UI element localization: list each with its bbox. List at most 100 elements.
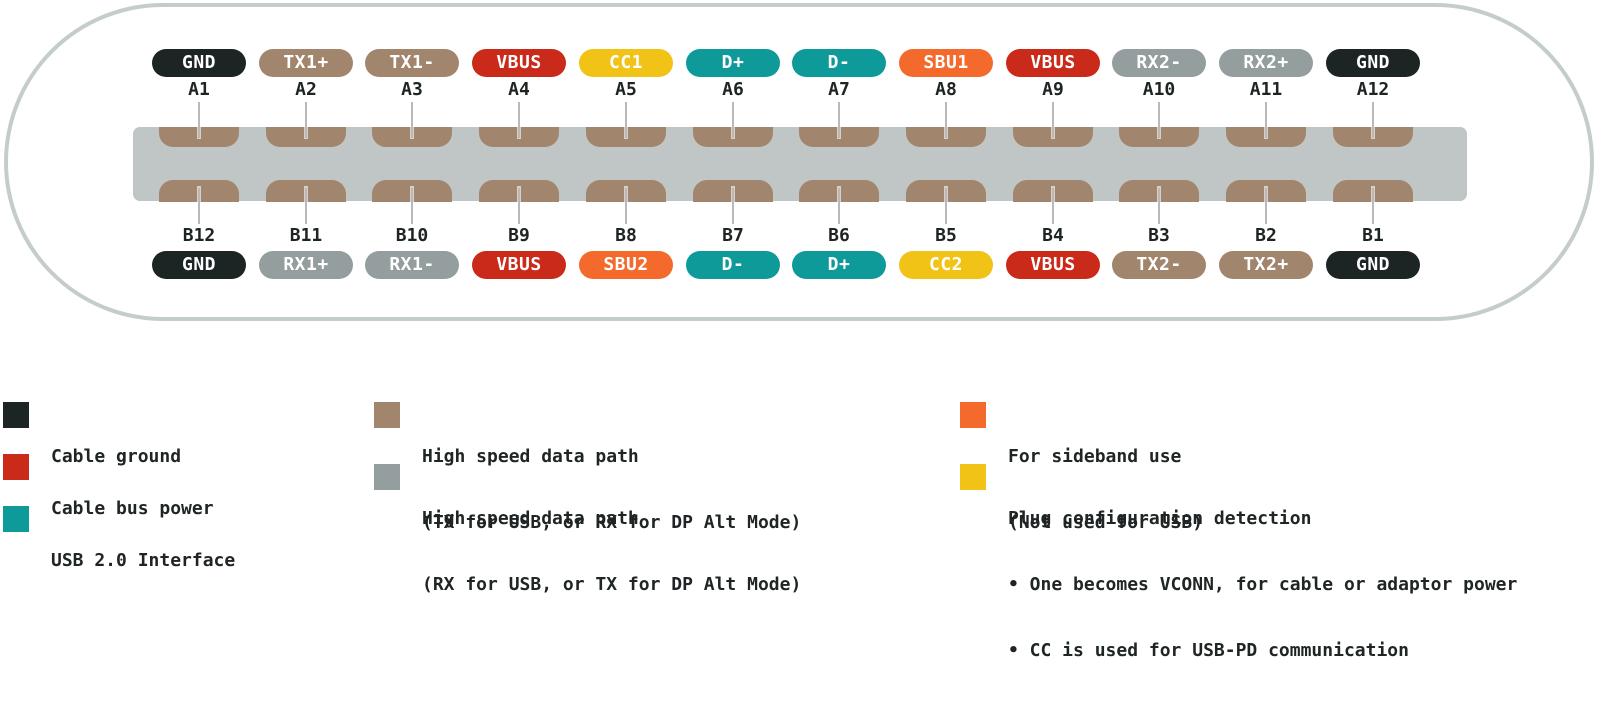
legend-cc-line-3: • CC is used for USB-PD communication — [1008, 640, 1409, 661]
signal-label-a10: RX2- — [1112, 49, 1206, 77]
signal-label-b7: D- — [686, 251, 780, 279]
pin-connector-line — [732, 102, 734, 138]
legend-rx: High speed data path (RX for USB, or TX … — [374, 464, 801, 640]
signal-label-b10: RX1- — [365, 251, 459, 279]
legend-tx-line-2: (TX for USB, or RX for DP Alt Mode) — [422, 512, 802, 533]
pin-connector-line — [1265, 102, 1267, 138]
pin-number-b1: B1 — [1362, 225, 1384, 246]
signal-label-b12: GND — [152, 251, 246, 279]
pin-number-b10: B10 — [395, 225, 429, 246]
pin-connector-line — [945, 188, 947, 224]
pin-number-a10: A10 — [1142, 79, 1176, 100]
pin-connector-line — [732, 188, 734, 224]
pin-connector-line — [1372, 188, 1374, 224]
signal-label-b6: D+ — [792, 251, 886, 279]
legend-cc: Plug configuration detection • One becom… — [960, 464, 1517, 706]
pin-number-a12: A12 — [1356, 79, 1390, 100]
pin-connector-line — [411, 102, 413, 138]
legend-text-sideband: For sideband use (Not used for USB) — [1008, 402, 1203, 578]
pin-connector-line — [625, 102, 627, 138]
pin-connector-line — [1265, 188, 1267, 224]
pin-number-b2: B2 — [1255, 225, 1277, 246]
legend-tx-line-1: High speed data path — [422, 446, 639, 467]
signal-label-a8: SBU1 — [899, 49, 993, 77]
signal-label-a5: CC1 — [579, 49, 673, 77]
signal-label-a3: TX1- — [365, 49, 459, 77]
pin-connector-line — [1052, 102, 1054, 138]
legend-swatch-sideband — [960, 402, 986, 428]
pin-number-b11: B11 — [289, 225, 323, 246]
signal-label-a9: VBUS — [1006, 49, 1100, 77]
legend-swatch-cc — [960, 464, 986, 490]
legend-text-tx: High speed data path (TX for USB, or RX … — [422, 402, 801, 578]
legend-text-rx: High speed data path (RX for USB, or TX … — [422, 464, 801, 640]
legend-swatch-rx — [374, 464, 400, 490]
pin-number-b8: B8 — [615, 225, 637, 246]
pin-number-b12: B12 — [182, 225, 216, 246]
pin-number-a11: A11 — [1249, 79, 1283, 100]
signal-label-b11: RX1+ — [259, 251, 353, 279]
legend-text-usb2: USB 2.0 Interface — [51, 506, 235, 616]
pin-connector-line — [1158, 102, 1160, 138]
signal-label-a6: D+ — [686, 49, 780, 77]
legend-rx-line-2: (RX for USB, or TX for DP Alt Mode) — [422, 574, 802, 595]
pin-number-a4: A4 — [508, 79, 530, 100]
pin-connector-line — [305, 188, 307, 224]
pin-number-a3: A3 — [401, 79, 423, 100]
legend-sideband-line-1: For sideband use — [1008, 446, 1182, 467]
signal-label-b3: TX2- — [1112, 251, 1206, 279]
connector-outline — [4, 3, 1594, 321]
pin-number-a5: A5 — [615, 79, 637, 100]
pin-number-b6: B6 — [828, 225, 850, 246]
legend-text-power: Cable bus power — [51, 454, 214, 564]
pin-connector-line — [1158, 188, 1160, 224]
pin-number-a8: A8 — [935, 79, 957, 100]
signal-label-b2: TX2+ — [1219, 251, 1313, 279]
legend-ground-line-1: Cable ground — [51, 446, 182, 467]
legend-power: Cable bus power — [3, 454, 214, 564]
pin-connector-line — [518, 102, 520, 138]
pin-connector-line — [198, 102, 200, 138]
pin-number-b4: B4 — [1042, 225, 1064, 246]
signal-label-a7: D- — [792, 49, 886, 77]
signal-label-b4: VBUS — [1006, 251, 1100, 279]
legend-text-cc: Plug configuration detection • One becom… — [1008, 464, 1517, 706]
pin-number-a9: A9 — [1042, 79, 1064, 100]
pin-number-a2: A2 — [295, 79, 317, 100]
legend-sideband: For sideband use (Not used for USB) — [960, 402, 1203, 578]
signal-label-a12: GND — [1326, 49, 1420, 77]
pin-connector-line — [1052, 188, 1054, 224]
pin-number-b7: B7 — [722, 225, 744, 246]
pin-number-b9: B9 — [508, 225, 530, 246]
pin-number-a7: A7 — [828, 79, 850, 100]
signal-label-a11: RX2+ — [1219, 49, 1313, 77]
legend-usb2-line-1: USB 2.0 Interface — [51, 550, 236, 571]
legend-text-ground: Cable ground — [51, 402, 181, 512]
signal-label-b5: CC2 — [899, 251, 993, 279]
signal-label-b8: SBU2 — [579, 251, 673, 279]
signal-label-a1: GND — [152, 49, 246, 77]
legend-swatch-ground — [3, 402, 29, 428]
legend-swatch-tx — [374, 402, 400, 428]
legend-swatch-usb2 — [3, 506, 29, 532]
pin-number-b5: B5 — [935, 225, 957, 246]
pin-connector-line — [625, 188, 627, 224]
pin-connector-line — [838, 188, 840, 224]
pin-connector-line — [411, 188, 413, 224]
legend-ground: Cable ground — [3, 402, 181, 512]
pin-connector-line — [198, 188, 200, 224]
pin-connector-line — [305, 102, 307, 138]
pin-number-a6: A6 — [722, 79, 744, 100]
signal-label-a2: TX1+ — [259, 49, 353, 77]
pin-connector-line — [945, 102, 947, 138]
signal-label-b1: GND — [1326, 251, 1420, 279]
legend-cc-line-1: Plug configuration detection — [1008, 508, 1312, 529]
pin-connector-line — [518, 188, 520, 224]
legend-tx: High speed data path (TX for USB, or RX … — [374, 402, 801, 578]
pin-number-b3: B3 — [1148, 225, 1170, 246]
legend-sideband-line-2: (Not used for USB) — [1008, 512, 1204, 533]
pin-connector-line — [838, 102, 840, 138]
legend-swatch-power — [3, 454, 29, 480]
pin-connector-line — [1372, 102, 1374, 138]
signal-label-a4: VBUS — [472, 49, 566, 77]
